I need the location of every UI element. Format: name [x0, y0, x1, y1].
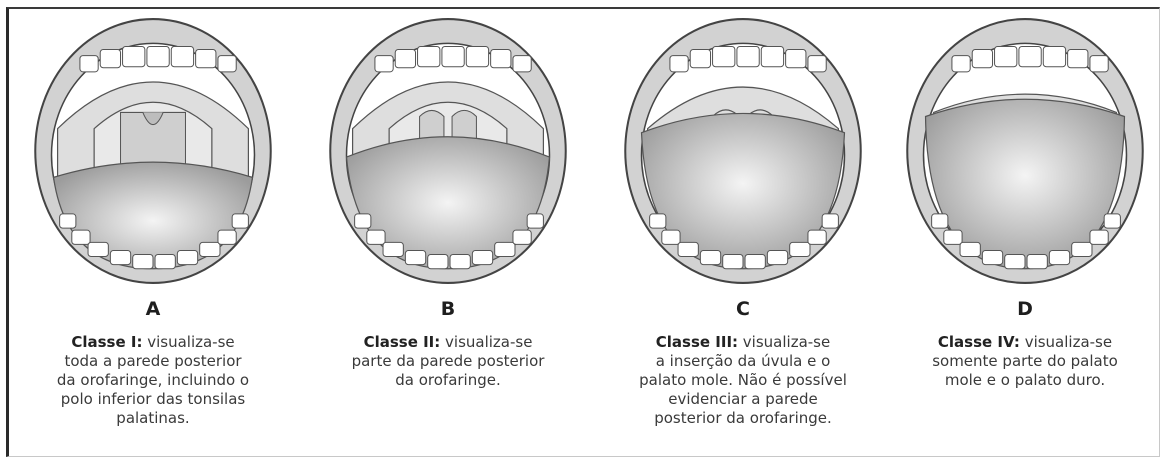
desc-line: da orofaringe, incluindo o [57, 371, 249, 389]
mouth-illustration-class-4 [903, 15, 1147, 287]
desc-line: palato mole. Não é possível [639, 371, 847, 389]
desc-line: evidenciar a parede [668, 390, 818, 408]
class-label: Classe I: [71, 333, 142, 351]
desc-line: posterior da orofaringe. [654, 409, 832, 427]
class-label: Classe III: [656, 333, 738, 351]
desc-line: visualiza-se [142, 333, 234, 351]
desc-line: visualiza-se [440, 333, 532, 351]
class-label: Classe IV: [938, 333, 1020, 351]
panel-description: Classe IV: visualiza-se somente parte do… [885, 333, 1165, 390]
desc-line: a inserção da úvula e o [656, 352, 831, 370]
mouth-illustration-class-3 [621, 15, 865, 287]
panel-letter: D [885, 298, 1165, 320]
mouth-illustration-class-1 [31, 15, 275, 287]
desc-line: da orofaringe. [395, 371, 501, 389]
panel-description: Classe II: visualiza-se parte da parede … [308, 333, 588, 390]
desc-line: palatinas. [116, 409, 189, 427]
panel-description: Classe I: visualiza-se toda a parede pos… [13, 333, 293, 428]
desc-line: polo inferior das tonsilas [61, 390, 245, 408]
panel-b: B Classe II: visualiza-se parte da pared… [308, 9, 588, 459]
desc-line: somente parte do palato [932, 352, 1118, 370]
class-label: Classe II: [364, 333, 441, 351]
panel-c: C Classe III: visualiza-se a inserção da… [603, 9, 883, 459]
panel-d: D Classe IV: visualiza-se somente parte … [885, 9, 1165, 459]
figure-frame: A Classe I: visualiza-se toda a parede p… [6, 7, 1160, 457]
panel-a: A Classe I: visualiza-se toda a parede p… [13, 9, 293, 459]
panel-description: Classe III: visualiza-se a inserção da ú… [603, 333, 883, 428]
desc-line: mole e o palato duro. [945, 371, 1105, 389]
panel-letter: B [308, 298, 588, 320]
desc-line: visualiza-se [738, 333, 830, 351]
desc-line: toda a parede posterior [64, 352, 241, 370]
desc-line: parte da parede posterior [352, 352, 545, 370]
panel-letter: A [13, 298, 293, 320]
desc-line: visualiza-se [1020, 333, 1112, 351]
mouth-illustration-class-2 [326, 15, 570, 287]
panel-letter: C [603, 298, 883, 320]
